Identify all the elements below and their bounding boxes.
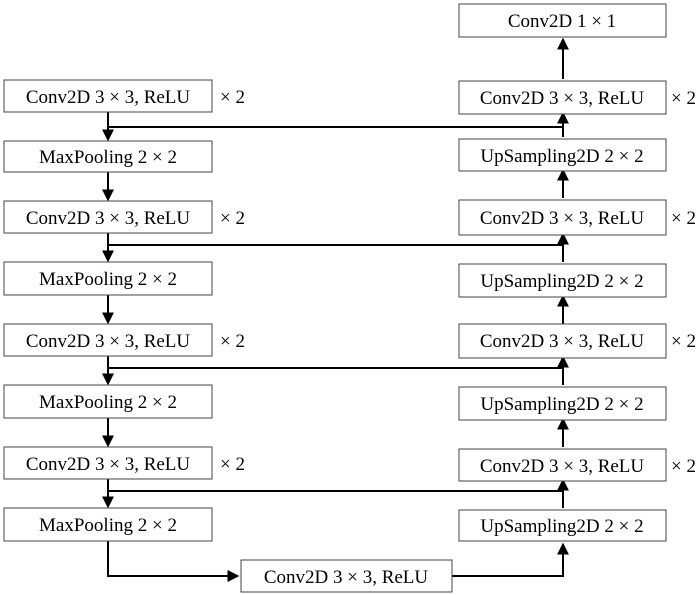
decoder-conv-block-4: Conv2D 3 × 3, ReLU	[458, 448, 667, 482]
encoder-conv-block-2: Conv2D 3 × 3, ReLU	[3, 200, 213, 234]
encoder-conv-label-2: Conv2D 3 × 3, ReLU	[26, 208, 191, 229]
decoder-conv-label-2: Conv2D 3 × 3, ReLU	[480, 208, 645, 229]
edge-bottleneck-to-dec4-upsample	[452, 542, 569, 577]
decoder-conv-block-1: Conv2D 3 × 3, ReLU	[458, 80, 667, 115]
encoder-maxpool-label-4: MaxPooling 2 × 2	[39, 515, 177, 536]
decoder-repeat-label-1: × 2	[671, 88, 696, 109]
decoder-output-conv-label: Conv2D 1 × 1	[508, 11, 616, 32]
edges	[102, 37, 569, 582]
encoder-conv-block-3: Conv2D 3 × 3, ReLU	[3, 323, 213, 357]
encoder-maxpool-block-1: MaxPooling 2 × 2	[3, 140, 213, 173]
encoder-conv-label-4: Conv2D 3 × 3, ReLU	[26, 454, 191, 475]
encoder-conv-block-1: Conv2D 3 × 3, ReLU	[3, 79, 213, 113]
encoder-repeat-label-1: × 2	[220, 87, 245, 108]
decoder-upsampling-block-2: UpSampling2D 2 × 2	[458, 263, 667, 298]
decoder-repeat-label-2: × 2	[671, 208, 696, 229]
encoder-repeat-label-3: × 2	[220, 331, 245, 352]
edge-enc4-pool-to-bottleneck	[107, 541, 240, 582]
encoder-maxpool-block-3: MaxPooling 2 × 2	[3, 384, 213, 419]
decoder-conv-block-2: Conv2D 3 × 3, ReLU	[458, 199, 667, 236]
bottleneck-conv-label: Conv2D 3 × 3, ReLU	[264, 567, 429, 588]
decoder-column: Conv2D 1 × 1 Conv2D 3 × 3, ReLU × 2 UpSa…	[458, 3, 696, 542]
encoder-maxpool-label-3: MaxPooling 2 × 2	[39, 392, 177, 413]
bottleneck-conv-block: Conv2D 3 × 3, ReLU	[240, 559, 453, 593]
decoder-repeat-label-3: × 2	[671, 331, 696, 352]
decoder-output-conv-block: Conv2D 1 × 1	[458, 3, 667, 38]
decoder-upsampling-label-1: UpSampling2D 2 × 2	[480, 146, 643, 167]
decoder-upsampling-label-3: UpSampling2D 2 × 2	[480, 394, 643, 415]
encoder-repeat-label-4: × 2	[220, 454, 245, 475]
encoder-maxpool-label-2: MaxPooling 2 × 2	[39, 269, 177, 290]
encoder-maxpool-block-2: MaxPooling 2 × 2	[3, 261, 213, 296]
decoder-conv-label-4: Conv2D 3 × 3, ReLU	[480, 456, 645, 477]
encoder-conv-block-4: Conv2D 3 × 3, ReLU	[3, 446, 213, 480]
encoder-column: Conv2D 3 × 3, ReLU × 2 MaxPooling 2 × 2 …	[3, 79, 245, 542]
encoder-repeat-label-2: × 2	[220, 208, 245, 229]
encoder-conv-label-1: Conv2D 3 × 3, ReLU	[26, 87, 191, 108]
encoder-maxpool-label-1: MaxPooling 2 × 2	[39, 147, 177, 168]
encoder-conv-label-3: Conv2D 3 × 3, ReLU	[26, 331, 191, 352]
decoder-conv-label-1: Conv2D 3 × 3, ReLU	[480, 88, 645, 109]
encoder-maxpool-block-4: MaxPooling 2 × 2	[3, 507, 213, 542]
decoder-repeat-label-4: × 2	[671, 456, 696, 477]
decoder-upsampling-block-3: UpSampling2D 2 × 2	[458, 386, 667, 421]
decoder-conv-block-3: Conv2D 3 × 3, ReLU	[458, 323, 667, 359]
decoder-upsampling-block-4: UpSampling2D 2 × 2	[458, 509, 667, 542]
decoder-upsampling-block-1: UpSampling2D 2 × 2	[458, 138, 667, 172]
decoder-upsampling-label-4: UpSampling2D 2 × 2	[480, 516, 643, 537]
decoder-conv-label-3: Conv2D 3 × 3, ReLU	[480, 331, 645, 352]
decoder-upsampling-label-2: UpSampling2D 2 × 2	[480, 271, 643, 292]
